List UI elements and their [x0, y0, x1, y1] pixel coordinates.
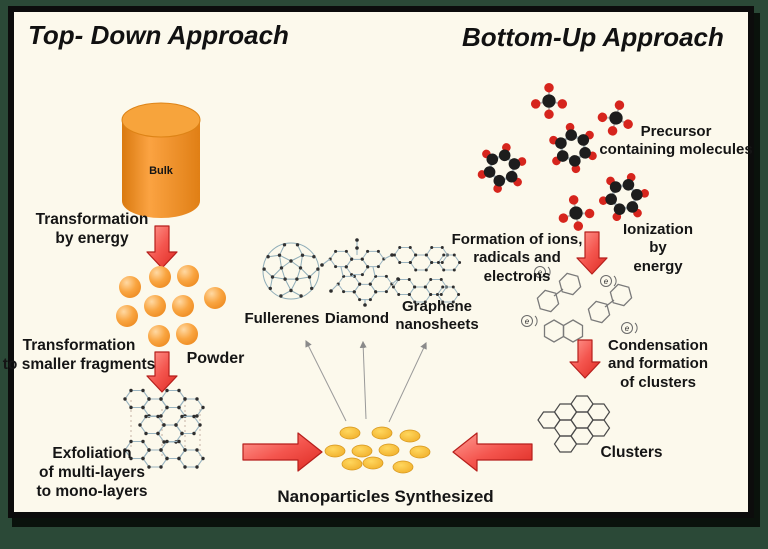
exfoliation-label: Exfoliation of multi-layers to mono-laye…	[36, 445, 148, 500]
electron-icon: e	[521, 315, 538, 327]
ion-radical-molecules-icon: e e e e	[521, 266, 638, 343]
condensation-label: Condensation and formation of clusters	[608, 337, 708, 391]
formation-of-ions-label: Formation of ions, radicals and electron…	[451, 231, 583, 285]
top-down-title: Top- Down Approach	[28, 20, 289, 50]
fan-arrow-lines	[305, 339, 427, 423]
svg-text:e: e	[525, 317, 530, 326]
svg-text:e: e	[604, 277, 609, 286]
nanoparticles-synthesized-label: Nanoparticles Synthesized	[277, 487, 494, 506]
bottom-up-title: Bottom-Up Approach	[462, 22, 724, 52]
transformation-by-energy-label: Transformation by energy	[35, 211, 149, 247]
bulk-label: Bulk	[149, 165, 173, 177]
svg-text:e: e	[625, 324, 630, 333]
nanoparticles-icon	[324, 426, 431, 474]
diamond-lattice-icon	[320, 238, 400, 307]
fullerene-icon	[262, 242, 320, 300]
diamond-label: Diamond	[324, 310, 390, 327]
electron-icon: e	[534, 266, 551, 278]
precursor-label: Precursor containing molecules	[599, 123, 753, 159]
electron-icon: e	[621, 322, 638, 334]
electron-icon: e	[600, 275, 617, 287]
multilayer-sheets-icon	[122, 388, 206, 470]
down-arrow-icon	[146, 351, 178, 393]
ionization-label: Ionization by energy	[623, 221, 693, 275]
down-arrow-icon	[576, 231, 608, 275]
powder-label: Powder	[186, 350, 245, 367]
right-arrow-icon	[242, 432, 323, 472]
fullerenes-label: Fullerenes	[244, 310, 320, 327]
clusters-label: Clusters	[600, 444, 663, 461]
transformation-fragments-label: Transformation to smaller fragments	[2, 337, 156, 373]
bulk-cylinder-icon	[121, 102, 201, 218]
down-arrow-icon	[569, 339, 601, 379]
svg-text:e: e	[538, 268, 543, 277]
left-arrow-icon	[452, 432, 533, 472]
powder-spheres-icon	[116, 265, 226, 347]
graphene-nanosheets-label: Graphene nanosheets	[395, 298, 479, 334]
down-arrow-icon	[146, 225, 178, 269]
